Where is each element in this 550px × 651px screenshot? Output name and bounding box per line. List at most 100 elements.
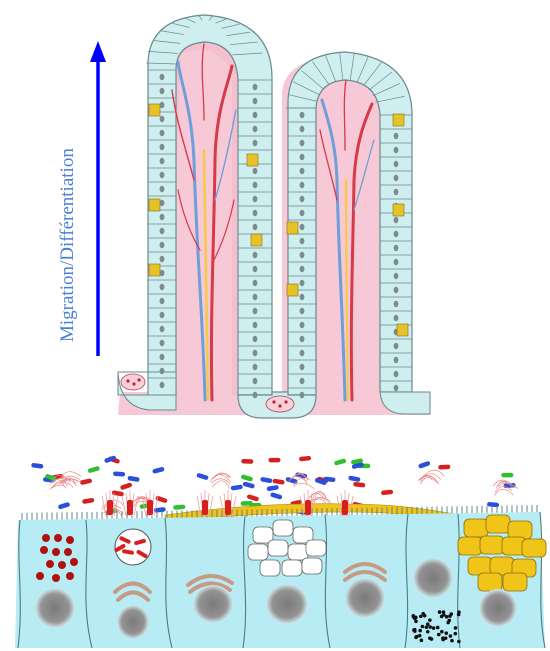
cell-nucleus (160, 354, 165, 360)
cell-nucleus (300, 182, 305, 188)
cell-nucleus (300, 224, 305, 230)
migration-arrow (90, 41, 106, 356)
cell-nucleus (253, 280, 258, 286)
cell-nucleus (394, 189, 399, 195)
bacterium (58, 502, 71, 510)
cell-nucleus (300, 154, 305, 160)
cell-nucleus (160, 242, 165, 248)
cell-nucleus (253, 98, 258, 104)
cell-nucleus (253, 112, 258, 118)
cell-nucleus (253, 350, 258, 356)
nucleus (479, 589, 517, 627)
cell-nucleus (160, 116, 165, 122)
bacterium (230, 484, 243, 490)
bacterium (266, 485, 279, 492)
bacterium (272, 479, 285, 485)
cell-nucleus (300, 350, 305, 356)
bacterium (120, 482, 133, 490)
cell-nucleus (253, 392, 258, 398)
cell-nucleus (253, 294, 258, 300)
cell-nucleus (160, 172, 165, 178)
migration-differentiation-label: Migration/Différentiation (57, 148, 78, 342)
bacterium (127, 476, 140, 482)
cell-nucleus (394, 315, 399, 321)
goblet-cell (149, 264, 160, 276)
cell-nucleus (300, 238, 305, 244)
bacterium (270, 492, 283, 500)
cell-nucleus (160, 382, 165, 388)
bacterium (246, 494, 259, 502)
cell-nucleus (394, 161, 399, 167)
cell-nucleus (300, 294, 305, 300)
bacterium (348, 475, 361, 482)
cell-nucleus (160, 312, 165, 318)
bacterium (80, 478, 93, 485)
bacterium (260, 477, 273, 484)
goblet-cell (149, 199, 160, 211)
cell-nucleus (300, 112, 305, 118)
cell-nucleus (160, 200, 165, 206)
cell-nucleus (394, 175, 399, 181)
cell-types-illustration (15, 455, 546, 648)
cell-nucleus (300, 266, 305, 272)
bacterium (152, 467, 165, 474)
cell-nucleus (160, 144, 165, 150)
goblet-cell (393, 114, 404, 126)
bacterium (241, 459, 253, 464)
cell-nucleus (394, 231, 399, 237)
cell-nucleus (253, 336, 258, 342)
bacterium (299, 456, 311, 462)
cell-nucleus (300, 280, 305, 286)
goblet-cell (287, 284, 298, 296)
cell-nucleus (300, 140, 305, 146)
bacterium (381, 490, 393, 496)
cell-nucleus (160, 102, 165, 108)
cell-nucleus (394, 245, 399, 251)
goblet-cell (287, 222, 298, 234)
cell-nucleus (160, 228, 165, 234)
bacterium (268, 458, 280, 463)
bacterium (196, 473, 209, 481)
bacterium (173, 504, 185, 509)
goblet-cell (149, 104, 160, 116)
cell-nucleus (300, 168, 305, 174)
cell-nucleus (300, 196, 305, 202)
nucleus (413, 558, 453, 598)
cell-nucleus (160, 270, 165, 276)
cell-nucleus (253, 84, 258, 90)
bacterium (501, 473, 513, 478)
cell-nucleus (253, 196, 258, 202)
cell-nucleus (394, 287, 399, 293)
cell-nucleus (160, 326, 165, 332)
cell-nucleus (253, 252, 258, 258)
cell-nucleus (253, 126, 258, 132)
cell-nucleus (160, 368, 165, 374)
cell-nucleus (160, 284, 165, 290)
bacterium (418, 461, 431, 469)
goblet-cell (397, 324, 408, 336)
goblet-cell (251, 234, 262, 246)
cell-nucleus (160, 256, 165, 262)
cell-nucleus (394, 371, 399, 377)
cell-nucleus (160, 130, 165, 136)
bacterium (241, 474, 254, 482)
cell-nucleus (253, 140, 258, 146)
cell-nucleus (253, 266, 258, 272)
cell-nucleus (253, 168, 258, 174)
cell-nucleus (253, 224, 258, 230)
nucleus (266, 584, 308, 624)
cell-nucleus (394, 357, 399, 363)
nucleus (193, 585, 233, 623)
cell-nucleus (394, 259, 399, 265)
cell-nucleus (300, 210, 305, 216)
cell-nucleus (160, 158, 165, 164)
cell-nucleus (253, 210, 258, 216)
goblet-cell (393, 204, 404, 216)
cell-nucleus (160, 214, 165, 220)
cell-nucleus (300, 336, 305, 342)
cell-nucleus (300, 252, 305, 258)
cell-nucleus (253, 308, 258, 314)
cell-nucleus (394, 385, 399, 391)
cell-nucleus (300, 126, 305, 132)
nucleus (35, 588, 75, 628)
